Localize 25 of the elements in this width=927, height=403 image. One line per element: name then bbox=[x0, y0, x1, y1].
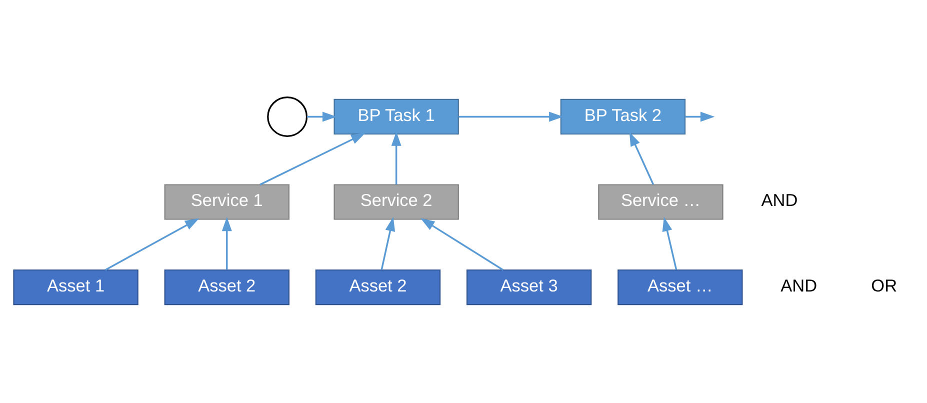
node-box: Asset 1 bbox=[13, 268, 138, 305]
node-box: Service 2 bbox=[334, 184, 459, 220]
arrow bbox=[222, 216, 232, 270]
arrow bbox=[629, 131, 654, 184]
label: AND bbox=[780, 274, 818, 295]
label: OR bbox=[871, 274, 898, 295]
arrow bbox=[104, 218, 200, 270]
node-box: Asset … bbox=[618, 268, 743, 305]
arrow bbox=[685, 111, 715, 122]
node-box: Asset 2 bbox=[315, 268, 441, 305]
arrow bbox=[391, 131, 402, 184]
arrow bbox=[420, 218, 504, 270]
node-circle bbox=[267, 96, 308, 136]
node-box: BP Task 1 bbox=[334, 98, 459, 134]
label: AND bbox=[761, 190, 798, 210]
arrow bbox=[458, 111, 564, 122]
node-box: Asset 3 bbox=[466, 268, 592, 305]
arrow bbox=[380, 216, 396, 270]
arrow bbox=[662, 216, 678, 270]
node-box: BP Task 2 bbox=[560, 98, 686, 134]
arrow bbox=[260, 132, 366, 185]
node-box: Asset 2 bbox=[164, 268, 290, 305]
node-box: Service 1 bbox=[164, 184, 290, 220]
node-box: Service … bbox=[598, 184, 724, 220]
arrow bbox=[306, 111, 337, 122]
